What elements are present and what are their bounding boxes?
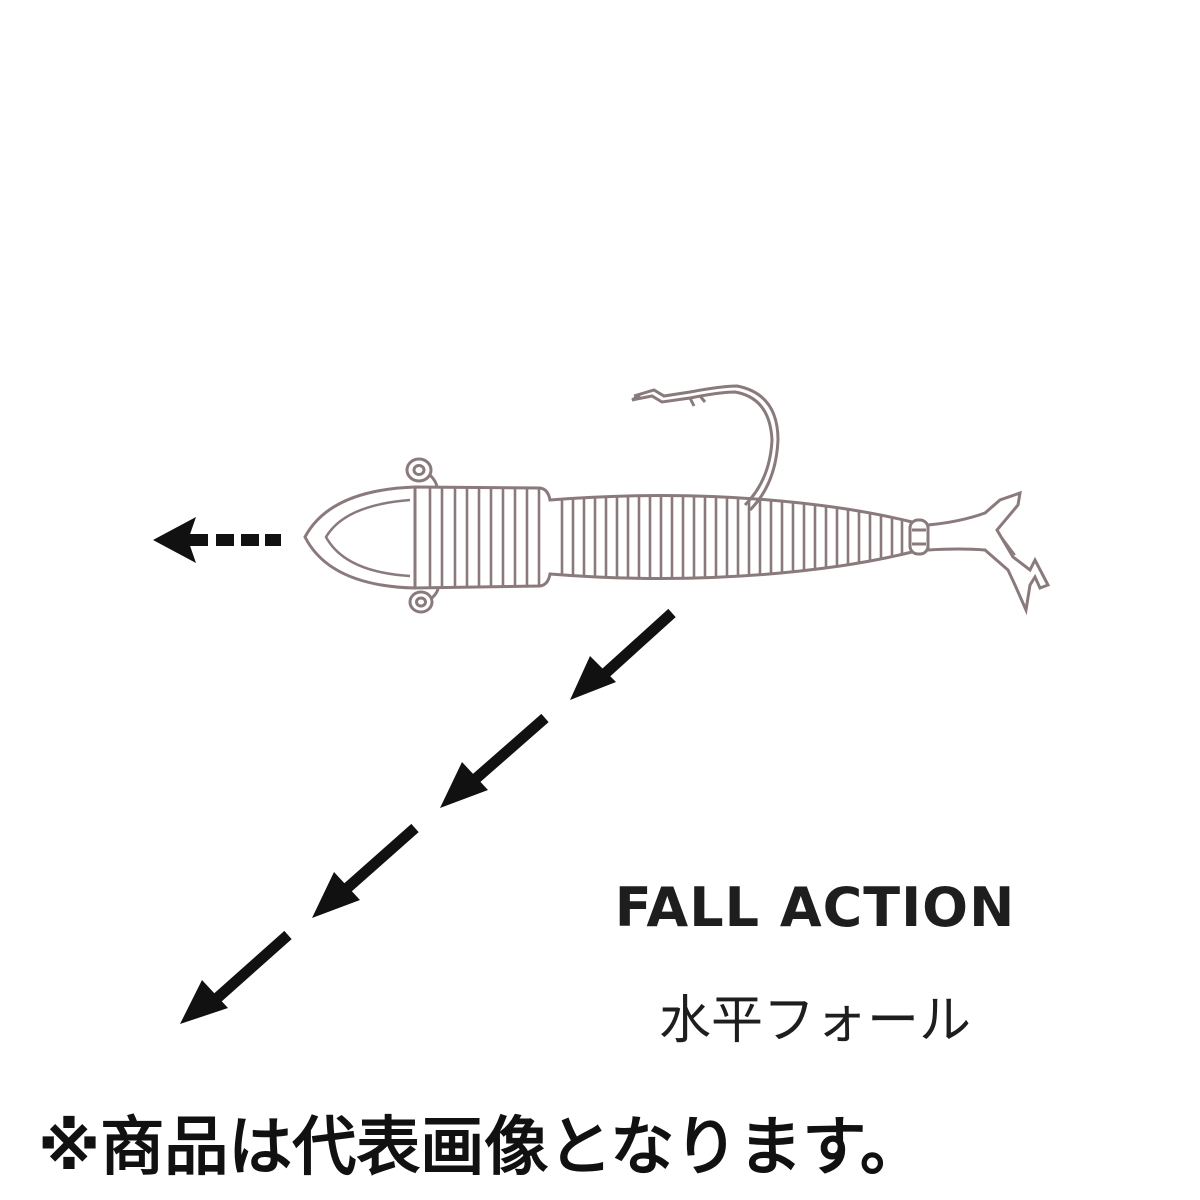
fall-arrow-icon	[180, 608, 676, 1024]
caption-title: FALL ACTION	[614, 876, 1016, 939]
lure-body	[303, 457, 1051, 616]
hook-icon	[631, 384, 780, 512]
caption-subtitle: 水平フォール	[658, 991, 971, 1051]
disclaimer-note: ※商品は代表画像となります。	[38, 1111, 924, 1185]
left-arrow-icon	[153, 517, 281, 563]
